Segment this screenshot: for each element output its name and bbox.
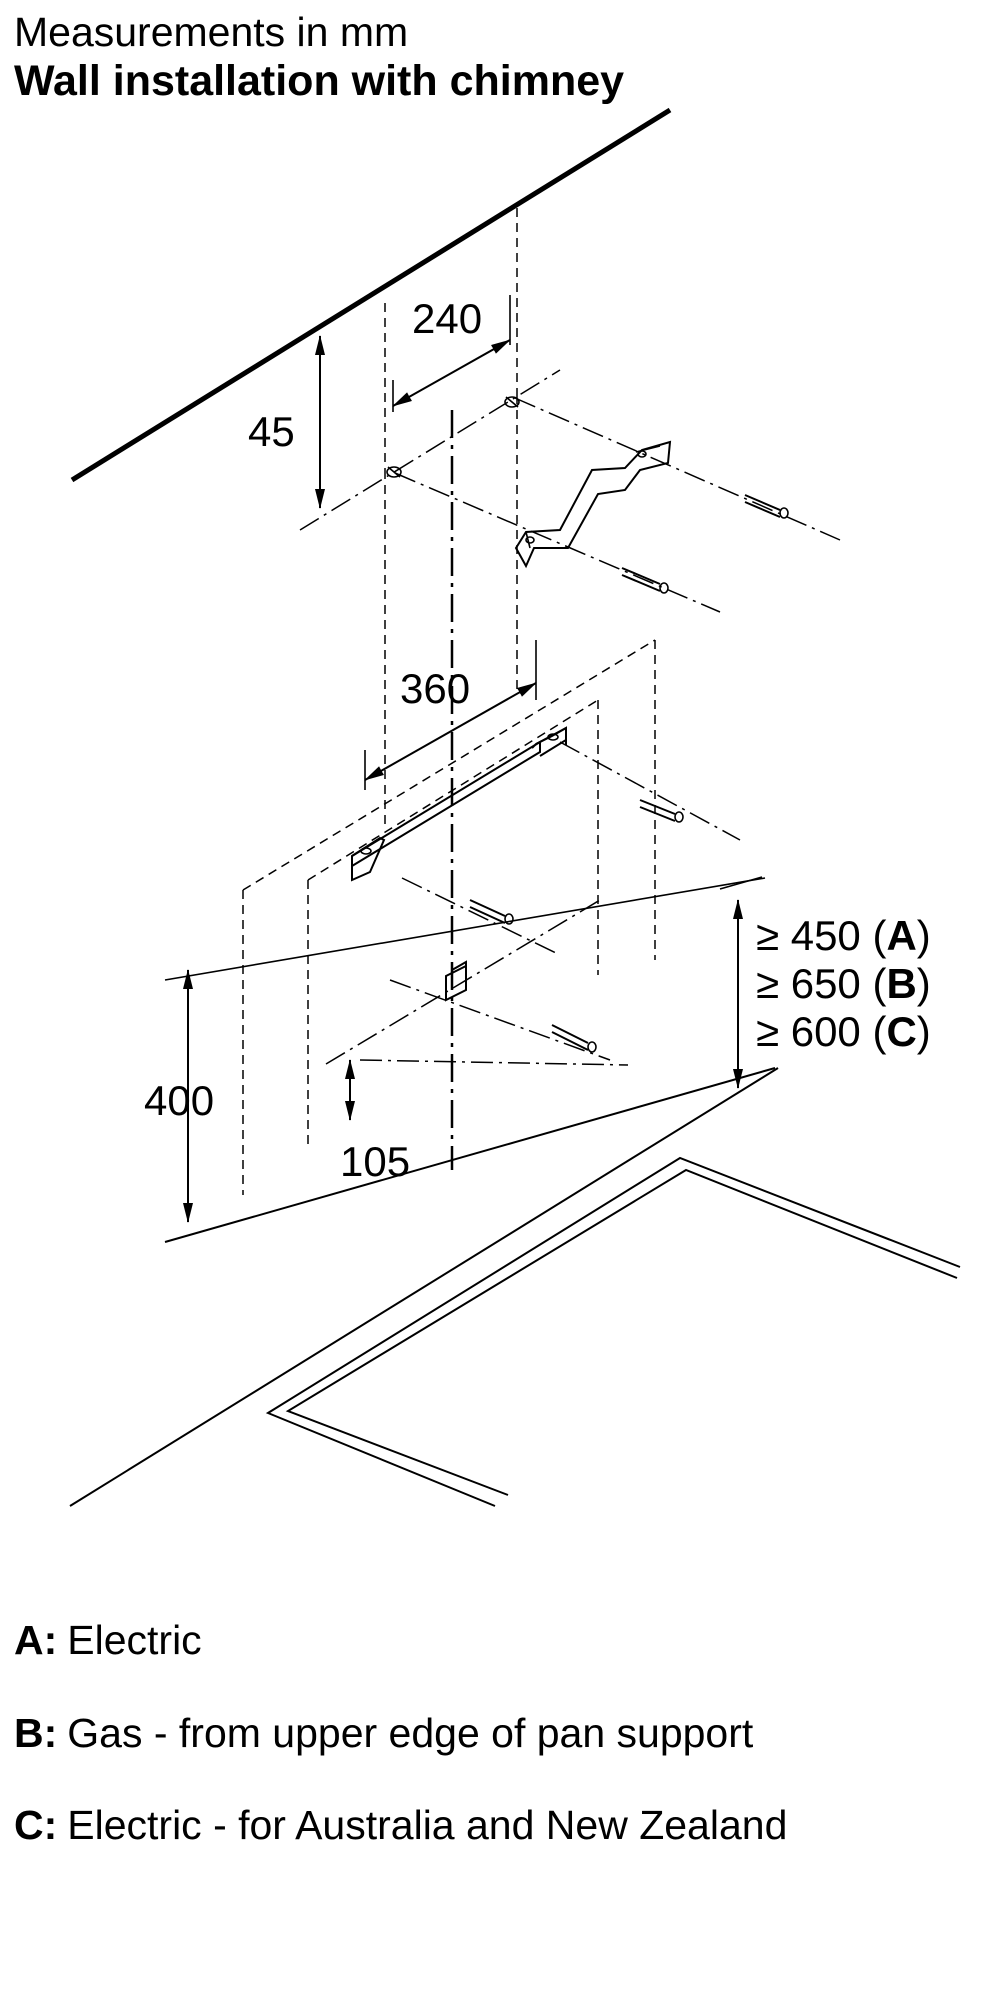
legend-letter: A: — [14, 1617, 58, 1663]
cooktop-hob — [265, 1156, 961, 1507]
dim-label-400: 400 — [144, 1077, 214, 1124]
dim-label-105: 105 — [340, 1138, 410, 1185]
lower-guides — [359, 741, 741, 1066]
countertop — [69, 1067, 779, 1507]
dim-label-45: 45 — [248, 408, 295, 455]
clearance-label-c: ≥ 600 (C) — [756, 1008, 931, 1055]
diagram-title: Wall installation with chimney — [14, 57, 625, 105]
hood-lower-edge — [164, 877, 766, 1065]
clearance-label-a: ≥ 450 (A) — [756, 912, 931, 959]
screw-upper-left — [621, 567, 669, 594]
legend-text: Electric — [67, 1617, 202, 1663]
dim-label-360: 360 — [400, 665, 470, 712]
legend-item-b: B:Gas - from upper edge of pan support — [14, 1713, 753, 1754]
dimension-clearance — [719, 876, 763, 1089]
dimension-240 — [392, 295, 511, 412]
screw-bottom — [551, 1024, 597, 1053]
upper-wall-bracket — [514, 440, 672, 569]
measurements-subtitle: Measurements in mm — [14, 9, 409, 55]
screw-lower-right — [639, 799, 684, 823]
chimney-outline-outer — [242, 639, 656, 1195]
dim-label-240: 240 — [412, 295, 482, 342]
clearance-label-b: ≥ 650 (B) — [756, 960, 931, 1007]
dimension-360 — [364, 640, 537, 790]
lower-bar-bracket — [351, 726, 567, 882]
legend-text: Electric - for Australia and New Zealand — [67, 1802, 788, 1848]
legend-letter: B: — [14, 1710, 58, 1756]
chimney-outline-inner — [307, 699, 599, 1148]
legend-item-a: A:Electric — [14, 1620, 202, 1661]
legend-letter: C: — [14, 1802, 58, 1848]
legend-item-c: C:Electric - for Australia and New Zeala… — [14, 1805, 787, 1846]
legend-text: Gas - from upper edge of pan support — [67, 1710, 754, 1756]
ceiling-line — [70, 107, 672, 483]
screw-upper-right — [744, 494, 789, 519]
screw-lower-left — [469, 899, 514, 925]
screw-hole-upper-left — [386, 466, 402, 478]
upper-mounting-guides — [299, 208, 841, 825]
